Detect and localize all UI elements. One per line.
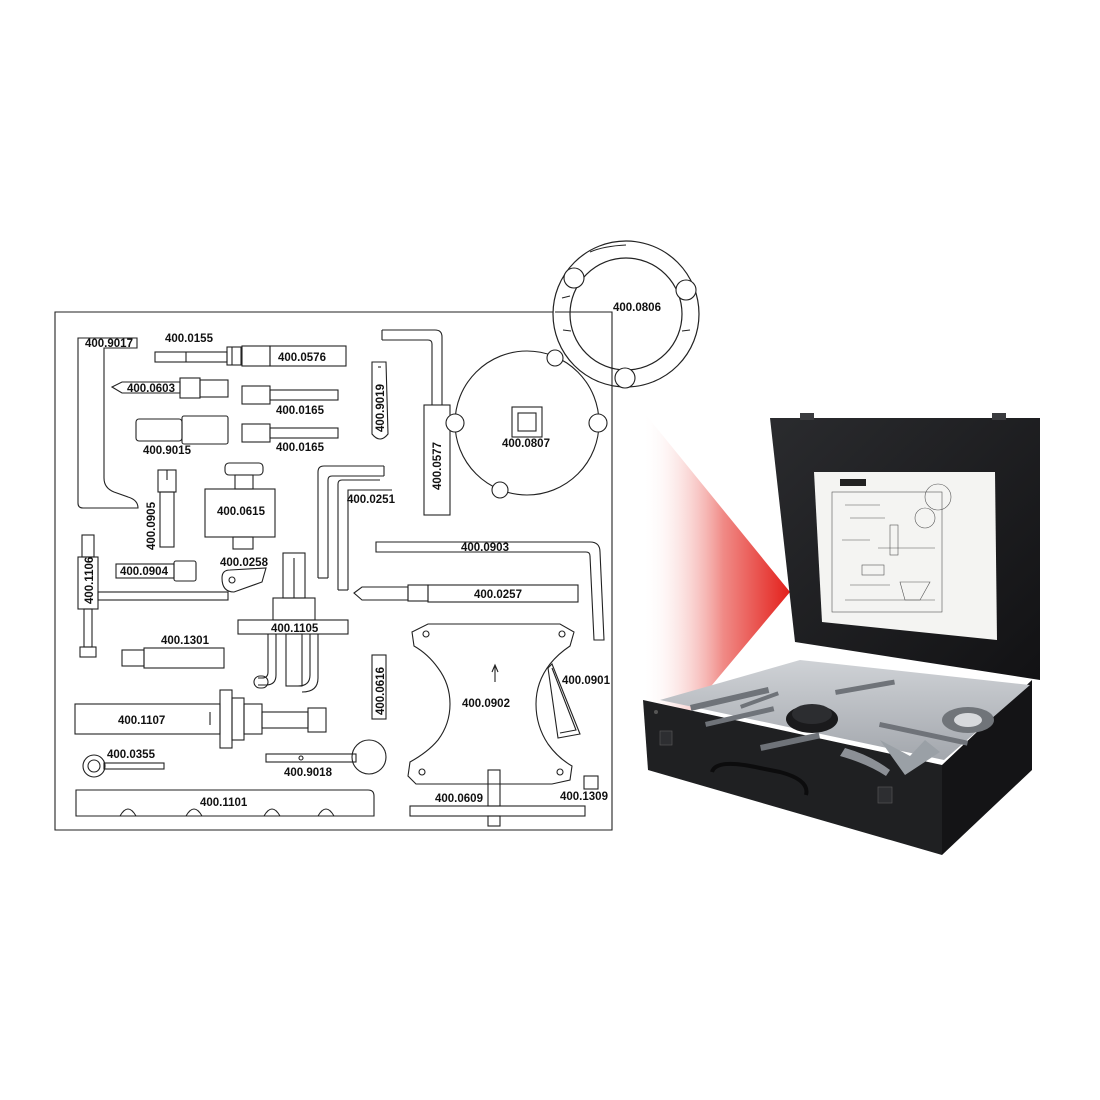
layout-frame [54, 311, 613, 831]
label-400-0905: 400.0905 [146, 501, 158, 550]
part-400-0258: 400.0258 [220, 557, 269, 593]
label-400-0609: 400.0609 [435, 793, 483, 805]
label-400-0615: 400.0615 [217, 506, 266, 518]
label-400-0903: 400.0903 [461, 542, 509, 554]
part-400-0807: 400.0807 [445, 349, 608, 499]
layout-drawing: 400.9017 400.0155 400.0576 400.0603 [54, 311, 613, 831]
tool-case-icon [643, 413, 1040, 855]
label-400-1301: 400.1301 [161, 635, 210, 647]
label-400-1106: 400.1106 [84, 557, 96, 604]
label-400-0257: 400.0257 [474, 589, 522, 601]
part-400-9015: 400.9015 [135, 415, 229, 457]
part-400-0905: 400.0905 [146, 469, 177, 550]
part-400-1106: 400.1106 [77, 534, 229, 658]
part-400-1301: 400.1301 [121, 635, 225, 669]
part-400-0577: 400.0577 [381, 329, 451, 516]
part-400-0616: 400.0616 [371, 654, 387, 720]
label-400-0577: 400.0577 [432, 442, 444, 490]
label-400-0165-a: 400.0165 [276, 405, 325, 417]
part-400-0251: 400.0251 [317, 465, 396, 591]
part-400-0576: 400.0576 [241, 345, 347, 367]
label-400-0902: 400.0902 [462, 698, 510, 710]
part-400-0165-b: 400.0165 [241, 423, 339, 454]
part-400-1105: 400.1105 [237, 552, 349, 693]
label-400-1107: 400.1107 [118, 715, 165, 727]
label-400-1101: 400.1101 [200, 797, 248, 809]
part-400-0609: 400.0609 [409, 769, 586, 827]
part-400-0257: 400.0257 [353, 584, 579, 603]
label-400-0603: 400.0603 [127, 383, 175, 395]
part-400-1107: 400.1107 [74, 689, 327, 749]
label-400-0155: 400.0155 [165, 333, 214, 345]
part-400-0902: 400.0902 [407, 623, 575, 785]
label-400-1105: 400.1105 [271, 623, 319, 635]
part-400-9018: 400.9018 [265, 739, 387, 779]
label-400-0904: 400.0904 [120, 566, 169, 578]
label-400-0258: 400.0258 [220, 557, 269, 569]
red-arrow-icon [642, 410, 790, 765]
part-400-9019: 400.9019 [371, 361, 389, 440]
label-400-0355: 400.0355 [107, 749, 156, 761]
label-400-0901: 400.0901 [562, 675, 611, 687]
label-400-9018: 400.9018 [284, 767, 333, 779]
label-400-0807: 400.0807 [502, 438, 550, 450]
label-400-9015: 400.9015 [143, 445, 192, 457]
part-400-1101: 400.1101 [75, 789, 375, 817]
part-400-0355: 400.0355 [82, 749, 165, 778]
label-400-0616: 400.0616 [375, 667, 387, 715]
part-400-0155: 400.0155 [154, 333, 242, 366]
label-400-9019: 400.9019 [375, 384, 387, 432]
label-400-1309: 400.1309 [560, 791, 608, 803]
part-400-0615: 400.0615 [204, 462, 276, 550]
label-400-9017: 400.9017 [85, 338, 133, 350]
label-400-0165-b: 400.0165 [276, 442, 325, 454]
part-400-0806: 400.0806 [552, 240, 700, 389]
part-400-9017: 400.9017 [77, 337, 139, 509]
part-400-0904: 400.0904 [115, 560, 197, 582]
part-400-0603: 400.0603 [110, 377, 229, 399]
part-400-0901: 400.0901 [547, 663, 611, 739]
label-400-0251: 400.0251 [347, 494, 396, 506]
part-400-0903: 400.0903 [375, 541, 605, 641]
part-400-0165-a: 400.0165 [241, 385, 339, 417]
label-400-0576: 400.0576 [278, 352, 326, 364]
label-400-0806: 400.0806 [613, 302, 661, 314]
part-400-1309: 400.1309 [560, 775, 608, 803]
